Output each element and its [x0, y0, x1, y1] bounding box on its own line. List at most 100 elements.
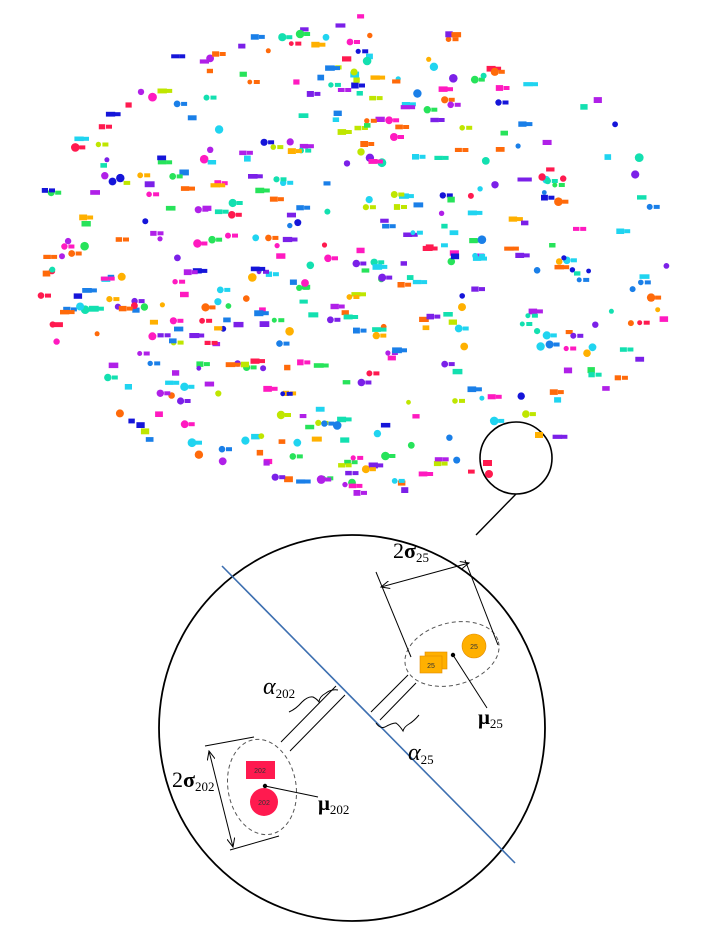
scatter-square [123, 237, 129, 242]
scatter-square [60, 309, 70, 315]
scatter-dot [366, 370, 373, 377]
scatter-square [392, 79, 401, 84]
scatter-square [368, 142, 375, 146]
scatter-dot [538, 173, 546, 181]
scatter-square [234, 362, 241, 367]
scatter-dot [517, 392, 525, 400]
scatter-square [313, 363, 324, 368]
scatter-dot [563, 345, 569, 352]
scatter-square [397, 282, 405, 288]
scatter-square [528, 308, 538, 315]
scatter-dot [555, 258, 563, 265]
scatter-square [409, 105, 416, 110]
scatter-dot [410, 230, 416, 236]
scatter-dot [515, 143, 521, 149]
scatter-square [250, 266, 260, 272]
scatter-square [241, 361, 249, 368]
scatter-square [325, 477, 332, 482]
scatter-dot [452, 398, 458, 404]
scatter-square [277, 197, 284, 202]
scatter-dot [137, 172, 144, 179]
scatter-square [150, 230, 157, 236]
scatter-dot [180, 382, 189, 391]
scatter-square [403, 232, 413, 237]
scatter-square [286, 35, 293, 40]
scatter-square [364, 123, 371, 128]
scatter-dot [576, 277, 582, 283]
class-25-covariance-ellipse [404, 621, 500, 687]
alpha-202-label: α202 [263, 674, 295, 701]
scatter-dot [260, 138, 268, 146]
scatter-square [353, 327, 360, 334]
scatter-dot [295, 29, 305, 39]
scatter-dot [177, 397, 185, 405]
scatter-square [45, 293, 51, 298]
scatter-square [181, 101, 188, 106]
scatter-square [466, 125, 473, 130]
scatter-square [393, 204, 401, 210]
scatter-square [319, 42, 326, 47]
scatter-square [306, 91, 314, 97]
scatter-square [469, 238, 478, 244]
scatter-square [380, 333, 387, 338]
scatter-square [337, 129, 347, 135]
scatter-dot [545, 340, 554, 349]
scatter-square [177, 318, 184, 323]
scatter-square [303, 285, 310, 290]
scatter-square [570, 258, 577, 263]
scatter-square [580, 104, 588, 110]
scatter-square [172, 370, 180, 376]
scatter-dot [203, 94, 210, 101]
scatter-square [431, 246, 438, 251]
scatter-dot [480, 72, 487, 79]
scatter-square [498, 418, 505, 423]
scatter-square [549, 243, 556, 248]
alpha-25-label: α25 [408, 740, 434, 767]
scatter-dot [108, 177, 117, 186]
scatter-square [523, 82, 533, 87]
scatter-dot [265, 234, 272, 242]
scatter-dot [350, 455, 356, 461]
scatter-square [132, 307, 140, 313]
scatter-dot [373, 429, 382, 438]
scatter-dot [289, 453, 297, 460]
scatter-square [573, 226, 580, 231]
scatter-square [345, 417, 352, 422]
scatter-square [345, 463, 352, 468]
scatter-dot [542, 331, 551, 340]
scatter-square [125, 102, 132, 108]
scatter-square [448, 362, 455, 367]
scatter-square [549, 389, 558, 395]
scatter-square [365, 380, 372, 385]
scatter-dot [357, 378, 366, 387]
scatter-square [145, 437, 154, 442]
scatter-square [360, 141, 369, 147]
scatter-dot [355, 48, 361, 54]
scatter-square [314, 91, 321, 96]
scatter-square [446, 193, 453, 198]
scatter-dot [481, 157, 490, 165]
mu-25-label: μ25 [478, 705, 503, 731]
scatter-square [627, 347, 634, 352]
scatter-square [191, 270, 198, 275]
scatter-square [114, 112, 121, 117]
scatter-square [517, 177, 527, 182]
scatter-square [381, 264, 388, 269]
scatter-square [282, 236, 293, 243]
scatter-square [263, 188, 270, 193]
scatter-square [375, 116, 385, 122]
scatter-square [173, 380, 180, 385]
scatter-square [285, 413, 291, 417]
scatter-dot [265, 48, 271, 54]
scatter-square [495, 394, 502, 399]
sigma-25-extension-right [464, 559, 499, 646]
scatter-square [199, 59, 209, 64]
scatter-square [392, 347, 402, 354]
scatter-square [226, 447, 232, 452]
scatter-dot [413, 89, 422, 98]
mu-202-leader-line [264, 785, 319, 798]
scatter-dot [378, 273, 387, 282]
scatter-dot [406, 399, 411, 405]
scatter-square [79, 214, 88, 221]
scatter-dot [273, 176, 280, 183]
